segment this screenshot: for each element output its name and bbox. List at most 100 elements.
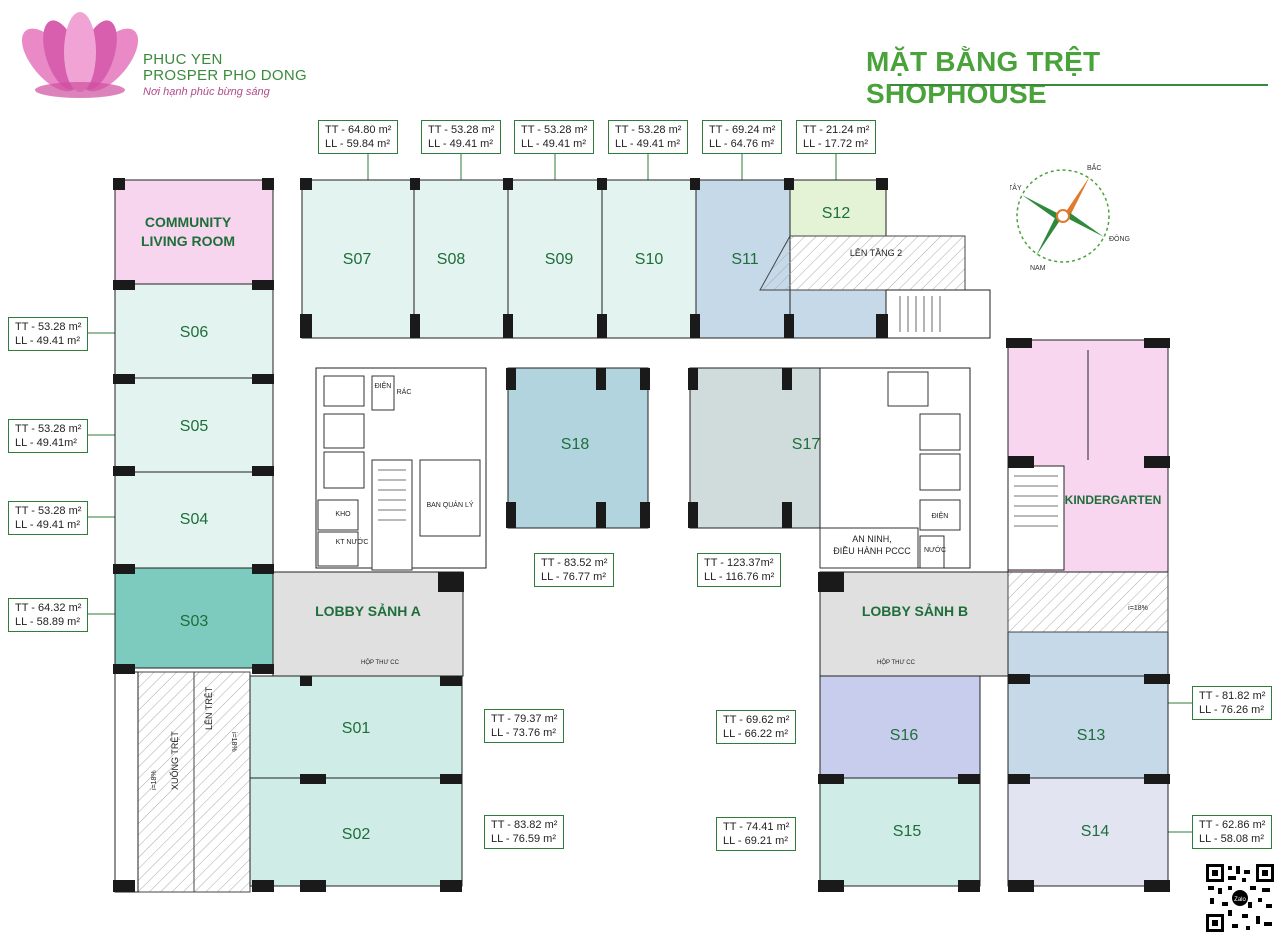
area-ll: LL - 49.41 m² <box>521 138 587 150</box>
compass-south: NAM <box>1030 265 1046 272</box>
area-box-s11: TT - 69.24 m² LL - 64.76 m² <box>702 120 783 154</box>
kindergarten-label: KINDERGARTEN <box>1065 493 1162 507</box>
unit-s13 <box>1007 675 1169 779</box>
area-ll: LL - 17.72 m² <box>803 138 869 150</box>
area-ll: LL - 49.41 m² <box>428 138 494 150</box>
unit-label-s06: S06 <box>180 324 209 341</box>
unit-s14 <box>1007 777 1169 887</box>
unit-s06 <box>114 283 274 379</box>
compass-north: BẮC <box>1087 163 1101 172</box>
unit-s08 <box>413 179 509 339</box>
unit-s03 <box>114 567 274 669</box>
unit-label-s15: S15 <box>893 823 922 840</box>
unit-label-s18: S18 <box>561 436 590 453</box>
an-ninh-label: AN NINH, <box>852 534 892 544</box>
svg-text:Zalo: Zalo <box>1234 897 1246 903</box>
ban-quan-ly-label: BAN QUẢN LÝ <box>426 500 473 509</box>
area-box-s04: TT - 53.28 m² LL - 49.41 m² <box>8 501 89 535</box>
unit-label-s14: S14 <box>1081 823 1110 840</box>
area-ll: LL - 76.26 m² <box>1199 704 1265 716</box>
unit-s09 <box>507 179 603 339</box>
ramp-a1-label: i=18% <box>151 770 158 790</box>
brand-slogan: Nơi hạnh phúc bừng sáng <box>143 86 270 98</box>
area-ll: LL - 64.76 m² <box>709 138 775 150</box>
hop-thu-b-label: HỘP THƯ CC <box>877 659 916 666</box>
unit-label-s01: S01 <box>342 720 371 737</box>
len-tret-label: LÊN TRỆT <box>204 686 214 730</box>
area-box-s03: TT - 64.32 m² LL - 58.89 m² <box>8 598 89 632</box>
area-ll: LL - 76.59 m² <box>491 833 557 845</box>
qr-code-icon: Zalo <box>1204 862 1276 934</box>
len-tang-2-label: LÊN TẦNG 2 <box>850 248 902 258</box>
dien-label-b: ĐIỆN <box>932 511 949 520</box>
unit-s11-extension <box>789 289 887 339</box>
living-room-label: LIVING ROOM <box>141 233 235 249</box>
unit-label-s13: S13 <box>1077 727 1106 744</box>
area-ll: LL - 58.89 m² <box>15 616 81 628</box>
area-ll: LL - 49.41m² <box>15 437 77 449</box>
area-ll: LL - 66.22 m² <box>723 728 789 740</box>
ramp-b <box>1007 571 1169 633</box>
area-box-s12: TT - 21.24 m² LL - 17.72 m² <box>796 120 877 154</box>
area-ll: LL - 69.21 m² <box>723 835 789 847</box>
page-title: MẶT BẰNG TRỆT SHOPHOUSE <box>866 46 1101 109</box>
unit-label-s09: S09 <box>545 251 574 268</box>
area-box-s13: TT - 81.82 m² LL - 76.26 m² <box>1192 686 1273 720</box>
title-underline <box>890 84 1268 86</box>
area-box-s16: TT - 69.62 m² LL - 66.22 m² <box>716 710 797 744</box>
ramp-xuong-tret <box>137 671 195 893</box>
compass-east: ĐÔNG <box>1109 234 1130 243</box>
area-ll: LL - 49.41 m² <box>15 519 81 531</box>
brand-name-line2: PROSPER PHO DONG <box>143 67 307 84</box>
lobby-sanh-a <box>272 571 464 677</box>
area-tt: TT - 53.28 m² <box>15 321 82 333</box>
ramp-a2-label: i=18% <box>230 732 237 752</box>
area-tt: TT - 53.28 m² <box>428 124 495 136</box>
ramp-len-tret <box>193 671 251 893</box>
area-tt: TT - 69.62 m² <box>723 714 790 726</box>
nuoc-label: NƯỚC <box>924 545 946 554</box>
area-ll: LL - 73.76 m² <box>491 727 557 739</box>
unit-label-s11: S11 <box>731 251 758 268</box>
unit-s16 <box>819 675 981 779</box>
staircase-top <box>885 289 991 339</box>
unit-label-s12: S12 <box>822 205 851 222</box>
unit-s12 <box>789 179 887 237</box>
area-tt: TT - 62.86 m² <box>1199 819 1266 831</box>
unit-label-s16: S16 <box>890 727 919 744</box>
unit-label-s02: S02 <box>342 826 371 843</box>
area-tt: TT - 74.41 m² <box>723 821 790 833</box>
unit-s18 <box>507 367 649 529</box>
lotus-logo-icon <box>21 12 139 98</box>
area-tt: TT - 53.28 m² <box>15 423 82 435</box>
area-box-s18: TT - 83.52 m² LL - 76.77 m² <box>534 553 615 587</box>
lobby-a-label: LOBBY SẢNH A <box>315 603 421 619</box>
ramp-b-label: i=18% <box>1128 605 1148 612</box>
unit-label-s07: S07 <box>343 251 372 268</box>
kt-nuoc-label: KT NƯỚC <box>336 537 369 546</box>
unit-s05 <box>114 377 274 473</box>
dien-label-a: ĐIỆN <box>375 381 392 390</box>
area-box-s17: TT - 123.37m² LL - 116.76 m² <box>697 553 782 587</box>
hop-thu-a-label: HỘP THƯ CC <box>361 659 400 666</box>
area-box-s10: TT - 53.28 m² LL - 49.41 m² <box>608 120 689 154</box>
xuong-tret-label: XUỐNG TRỆT <box>169 731 180 790</box>
dieu-hanh-label: ĐIỀU HÀNH PCCC <box>833 546 911 556</box>
area-tt: TT - 83.52 m² <box>541 557 608 569</box>
area-ll: LL - 76.77 m² <box>541 571 607 583</box>
area-ll: LL - 59.84 m² <box>325 138 391 150</box>
unit-s07 <box>301 179 415 339</box>
unit-label-s08: S08 <box>437 251 466 268</box>
area-tt: TT - 21.24 m² <box>803 124 870 136</box>
area-ll: LL - 58.08 m² <box>1199 833 1265 845</box>
area-ll: LL - 49.41 m² <box>615 138 681 150</box>
lobby-sanh-b <box>819 571 1009 677</box>
community-label: COMMUNITY <box>145 214 232 230</box>
area-tt: TT - 53.28 m² <box>521 124 588 136</box>
ramp-len-tang-2 <box>759 235 966 291</box>
area-tt: TT - 69.24 m² <box>709 124 776 136</box>
unit-s15 <box>819 777 981 887</box>
area-box-s02: TT - 83.82 m² LL - 76.59 m² <box>484 815 565 849</box>
area-box-s06: TT - 53.28 m² LL - 49.41 m² <box>8 317 89 351</box>
unit-s02 <box>249 777 463 887</box>
